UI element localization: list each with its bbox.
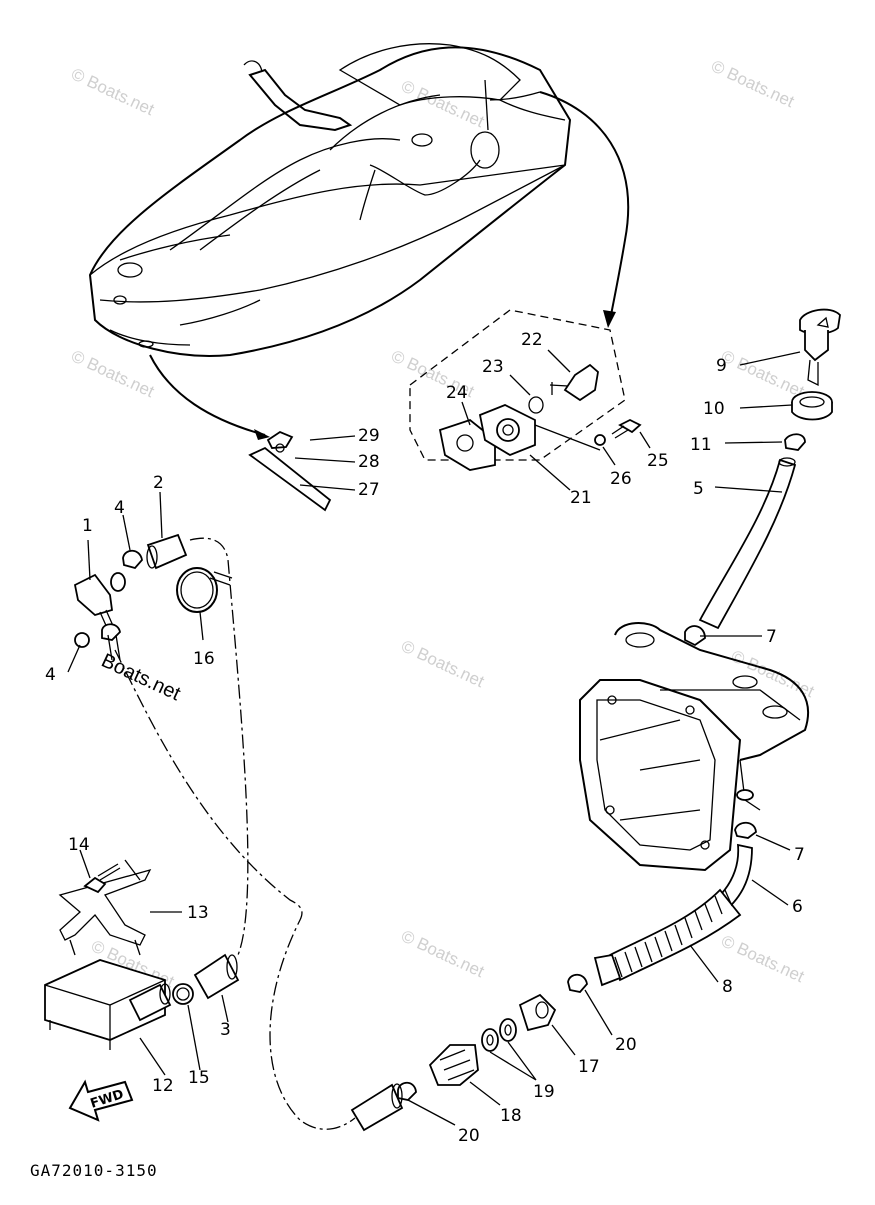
callout-25: 25 xyxy=(647,451,669,471)
callout-23: 23 xyxy=(482,357,504,377)
callout-leaders xyxy=(67,349,801,1126)
callout-20-right: 20 xyxy=(615,1035,637,1055)
gasket-24 xyxy=(438,418,496,471)
watercraft-hull xyxy=(88,43,572,357)
clamp-4-lower xyxy=(74,623,121,661)
washers-19 xyxy=(481,1018,517,1052)
ring-10 xyxy=(791,391,833,421)
callout-9: 9 xyxy=(716,356,727,376)
callout-7-upper: 7 xyxy=(766,627,777,647)
fitting-18 xyxy=(428,1044,479,1086)
clamp-4-upper xyxy=(122,549,143,570)
clamp-20-right xyxy=(567,973,588,993)
callout-29: 29 xyxy=(358,426,380,446)
callout-5: 5 xyxy=(693,479,704,499)
sleeve-left xyxy=(350,1083,404,1132)
part-group-21 xyxy=(409,309,642,471)
watermarks: © Boats.net © Boats.net © Boats.net © Bo… xyxy=(68,56,817,991)
callout-20-left: 20 xyxy=(458,1126,480,1146)
flex-hose-8 xyxy=(593,888,742,987)
bracket-27 xyxy=(248,430,332,512)
box-12 xyxy=(44,959,172,1050)
callout-17: 17 xyxy=(578,1057,600,1077)
callout-11: 11 xyxy=(690,435,712,455)
hose-route-lines xyxy=(114,537,356,1130)
plug-22 xyxy=(549,363,599,402)
filler-cap-9 xyxy=(799,308,841,387)
fitting-plate xyxy=(478,404,536,457)
watermark: © Boats.net xyxy=(398,76,487,131)
callout-7-lower: 7 xyxy=(794,845,805,865)
callout-22: 22 xyxy=(521,330,543,350)
watermark: © Boats.net xyxy=(718,346,807,401)
callout-3: 3 xyxy=(220,1020,231,1040)
sleeve-2 xyxy=(146,533,188,570)
callout-6: 6 xyxy=(792,897,803,917)
callout-28: 28 xyxy=(358,452,380,472)
callout-14: 14 xyxy=(68,835,90,855)
callout-26: 26 xyxy=(610,469,632,489)
callout-24: 24 xyxy=(446,383,468,403)
hose-5 xyxy=(698,457,797,630)
callout-13: 13 xyxy=(187,903,209,923)
clamp-16 xyxy=(176,567,233,613)
clamp-20-left xyxy=(397,1081,417,1101)
fwd-arrow: FWD xyxy=(68,1079,134,1122)
watermark-main: Boats.net xyxy=(98,650,184,706)
callout-2: 2 xyxy=(153,473,164,493)
watermark: © Boats.net xyxy=(68,64,157,119)
clamp-7-lower xyxy=(734,821,757,839)
leader-arrows xyxy=(149,91,630,440)
callout-15: 15 xyxy=(188,1068,210,1088)
screw-14 xyxy=(83,859,141,894)
callout-1: 1 xyxy=(82,516,93,536)
callout-4-lower: 4 xyxy=(45,665,56,685)
callout-27: 27 xyxy=(358,480,380,500)
bracket-13 xyxy=(58,868,152,956)
clamp-11 xyxy=(784,433,806,451)
callout-12: 12 xyxy=(152,1076,174,1096)
callout-21: 21 xyxy=(570,488,592,508)
callout-18: 18 xyxy=(500,1106,522,1126)
watermark: © Boats.net xyxy=(708,56,797,111)
callout-16: 16 xyxy=(193,649,215,669)
clamp-7-upper xyxy=(684,625,706,647)
sleeve-3 xyxy=(193,953,240,1000)
callout-10: 10 xyxy=(703,399,725,419)
fitting-17 xyxy=(518,993,557,1032)
diagram-code: GA72010-3150 xyxy=(30,1161,158,1180)
callout-8: 8 xyxy=(722,977,733,997)
watermark: © Boats.net xyxy=(68,346,157,401)
callout-19: 19 xyxy=(533,1082,555,1102)
callout-numbers: 29 28 27 22 23 24 21 26 25 9 10 11 5 7 7… xyxy=(45,330,805,1146)
fitting-1 xyxy=(73,572,126,631)
clamp-15 xyxy=(172,983,194,1005)
callout-4-upper: 4 xyxy=(114,498,125,518)
pump-housing xyxy=(579,622,810,872)
watermark: © Boats.net xyxy=(398,926,487,981)
watermark: © Boats.net xyxy=(398,636,487,691)
screw-25 xyxy=(611,418,642,439)
